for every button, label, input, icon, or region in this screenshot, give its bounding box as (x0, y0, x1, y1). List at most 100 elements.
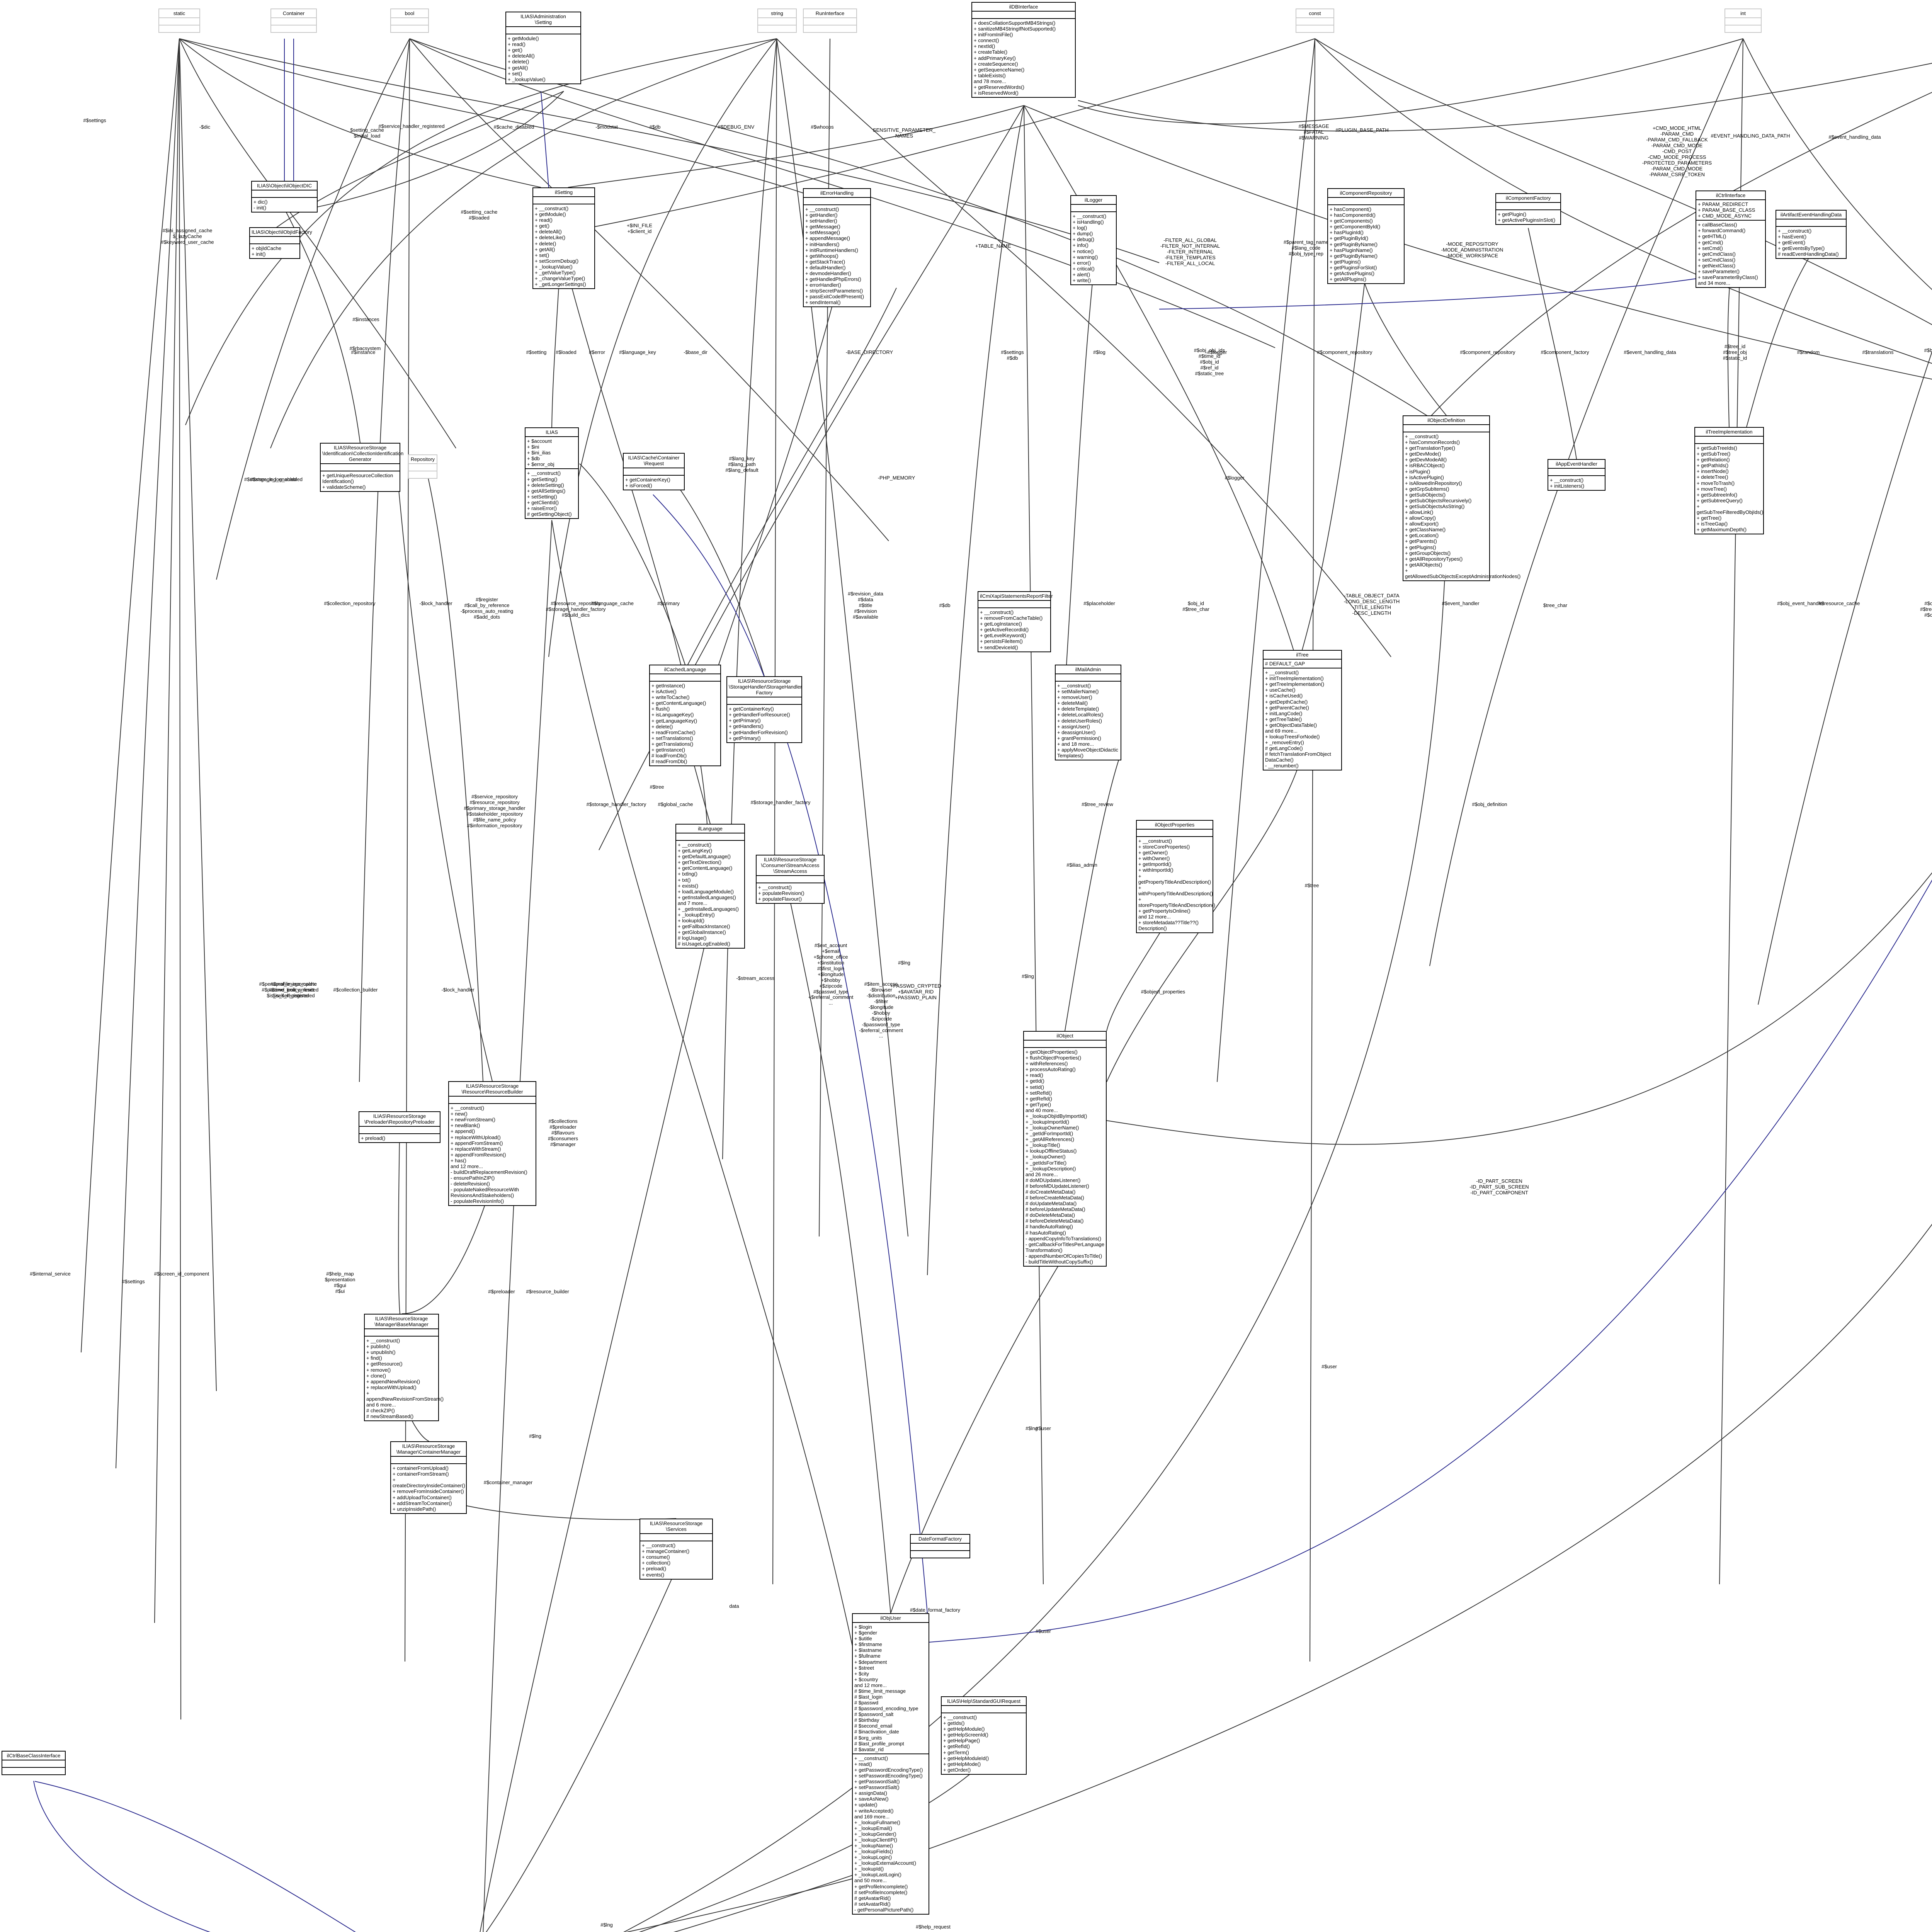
class-node-ilobject[interactable]: ilObject+ getObjectProperties() + flushO… (1023, 1031, 1107, 1267)
class-node-runinterface[interactable]: RunInterface (803, 9, 857, 33)
class-node-setting_ns[interactable]: ILIAS\Administration \Setting+ getModule… (505, 12, 581, 84)
class-node-ilobjectfactorywrapper[interactable]: ilCmiXapiStatementsReportFilter+ __const… (978, 591, 1053, 652)
class-node-standardguirequest[interactable]: ILIAS\Help\StandardGUIRequest+ __constru… (941, 1696, 1027, 1775)
edge-label: $obj_id #$tree_char (1182, 600, 1209, 612)
class-node-repositorypreloader[interactable]: ILIAS\ResourceStorage \Preloader\Reposit… (359, 1111, 440, 1143)
class-node-attributes (1695, 437, 1763, 444)
class-node-basemanager[interactable]: ILIAS\ResourceStorage \Manager\BaseManag… (364, 1314, 444, 1422)
class-node-title: ilSetting (533, 188, 594, 197)
class-node-title: ilComponentFactory (1496, 194, 1560, 203)
edge-label: #$lng (898, 960, 910, 966)
class-node-operations (2, 1768, 65, 1774)
class-node-streamaccess[interactable]: ILIAS\ResourceStorage \Consumer\StreamAc… (756, 855, 825, 904)
class-node-ilcomponentfactory[interactable]: ilComponentFactory+ getPlugin() + getAct… (1495, 193, 1561, 225)
class-node-ilmailadmin[interactable]: ilMailAdmin+ __construct() + setMailerNa… (1055, 665, 1121, 761)
class-node-attributes (757, 876, 824, 884)
class-node-attributes (1496, 203, 1560, 211)
class-node-attributes (321, 464, 400, 472)
class-node-attributes (391, 1457, 466, 1464)
class-node-operations: + doesCollationSupportMB4Strings() + san… (974, 20, 1056, 96)
class-node-container[interactable]: Container (270, 9, 317, 33)
class-node-repository[interactable]: Repository (408, 454, 437, 479)
class-node-ilsetting[interactable]: ilSetting+ __construct() + getModule() +… (532, 187, 595, 289)
class-node-attributes (804, 18, 856, 26)
class-node-operations: + getInstance() + isActive() + writeToCa… (651, 683, 706, 765)
class-node-ilcomponentrepository[interactable]: ilComponentRepository+ hasComponent() + … (1327, 188, 1405, 284)
class-node-title: bool (391, 9, 428, 19)
class-node-illanguage[interactable]: ilLanguage+ __construct() + getLangKey()… (675, 824, 745, 949)
class-node-ilartifacteventhandlingdata[interactable]: ilArtifactEventHandlingData+ __construct… (1776, 210, 1847, 259)
edge-label: #$lng (529, 1433, 541, 1439)
edge-label: #$random (1797, 349, 1820, 355)
class-node-operations: + objIdCache + init() (252, 245, 281, 257)
class-node-ilerrorhandling[interactable]: ilErrorHandling+ __construct() + getHand… (803, 188, 871, 308)
class-node-ilcachecontainerstorage[interactable]: ILIAS\ResourceStorage \StorageHandler\St… (726, 676, 802, 743)
edge-label: #$obj_id #$tree_desc #$owner (1920, 600, 1932, 618)
class-node-attributes (942, 1706, 1026, 1714)
edge-label: #$collection_repository (324, 600, 376, 606)
class-node-ildbinterface[interactable]: ilDBInterface+ doesCollationSupportMB4St… (971, 2, 1076, 98)
class-node-dateformatfactory[interactable]: DateFormatFactory (910, 1534, 970, 1559)
class-node-operations: + __construct() + populateRevision() + p… (758, 884, 804, 902)
edge-label: #$browser (1924, 347, 1932, 353)
class-node-managercontainermanager[interactable]: ILIAS\ResourceStorage \Manager\Container… (390, 1441, 467, 1514)
class-node-ilctrlinterface[interactable]: ilCtrlInterface+ PARAM_REDIRECT + PARAM_… (1696, 190, 1766, 288)
edge-label: #$setting_cache #$loaded (461, 209, 498, 221)
edge-label: -FILTER_ALL_GLOBAL -FILTER_NOT_INTERNAL … (1160, 237, 1220, 266)
class-node-const[interactable]: const (1296, 9, 1334, 33)
class-node-operations: + __construct() + manageContainer() + co… (642, 1543, 690, 1578)
class-node-title: ilLanguage (676, 825, 744, 834)
edge-label: -$dic (199, 124, 211, 130)
edge-label: +TABLE_NAME (975, 243, 1011, 249)
class-node-operations: + getObjectProperties() + flushObjectPro… (1026, 1049, 1105, 1265)
class-node-static[interactable]: static (158, 9, 200, 33)
class-node-title: ilErrorHandling (804, 189, 870, 198)
class-node-int[interactable]: int (1725, 9, 1762, 33)
class-node-bool[interactable]: bool (390, 9, 429, 33)
class-node-title: ILIAS\ResourceStorage \Manager\BaseManag… (365, 1315, 438, 1330)
class-node-title: ilCachedLanguage (650, 665, 720, 675)
edge-label: #$service_handler_registered (378, 123, 445, 129)
class-node-resourcebuilder[interactable]: ILIAS\ResourceStorage \Resource\Resource… (448, 1081, 536, 1206)
class-node-title: ILIAS\ResourceStorage \Manager\Container… (391, 1442, 466, 1457)
edge-label: #$object_properties (1141, 989, 1185, 995)
class-node-iltreeimplementation[interactable]: ilTreeImplementation+ getSubTreeIds() + … (1694, 427, 1764, 535)
class-node-ilappeventhandler[interactable]: ilAppEventHandler+ __construct() + initL… (1548, 459, 1605, 491)
edge-label: #$internal_service (30, 1271, 71, 1277)
edge-label: #$date_format_factory (910, 1607, 961, 1613)
class-node-attributes (1725, 18, 1761, 26)
class-node-attributes (1071, 205, 1116, 213)
class-node-ilias[interactable]: ILIAS+ $account + $ini + $ini_ilias + $d… (525, 427, 579, 519)
class-node-ilobjidfactory[interactable]: ILIAS\Object\ilObjIdFactory+ objIdCache … (249, 227, 312, 259)
class-node-logger[interactable]: ilLogger+ __construct() + isHandling() +… (1070, 195, 1117, 286)
class-node-string[interactable]: string (757, 9, 797, 33)
class-node-operations: + __construct() + isHandling() + log() +… (1073, 213, 1107, 283)
class-node-title: RunInterface (804, 9, 856, 19)
class-node-ilobjuser[interactable]: ilObjUser+ $login + $gender + $utitle + … (852, 1613, 929, 1915)
edge-label: #$user (1321, 1364, 1337, 1369)
edge-label: #$ilias_admin (1066, 862, 1097, 868)
class-node-rsservices[interactable]: ILIAS\ResourceStorage \Services+ __const… (639, 1519, 713, 1580)
edge-label: #$user (1036, 1628, 1051, 1634)
class-node-operations (1725, 26, 1761, 32)
edge-label: #$error (589, 349, 605, 355)
class-node-ilcacheglobal[interactable]: ilCachedLanguage + getInstance() + isActi… (649, 665, 721, 767)
class-node-collectionidgen[interactable]: ILIAS\ResourceStorage \Identification\Co… (320, 443, 403, 492)
edge-label: #$component_repository (1460, 349, 1515, 355)
class-node-ilobjectdefinition[interactable]: ilObjectDefinition+ __construct() + hasC… (1403, 415, 1520, 582)
class-node-operations: + __construct() + hasEvent() + getEvent(… (1778, 228, 1839, 257)
class-node-attributes (365, 1329, 438, 1337)
class-node-attributes (624, 468, 684, 476)
class-node-iltree[interactable]: ilTree# DEFAULT_GAP+ __construct() + ini… (1263, 650, 1342, 771)
class-node-ilobjproperties[interactable]: ilObjectProperties+ __construct() + stor… (1136, 820, 1215, 934)
class-node-title: ILIAS\ResourceStorage \Resource\Resource… (449, 1082, 536, 1097)
class-node-ilctrlbaseclassinterface[interactable]: ilCtrlBaseClassInterface (2, 1751, 66, 1776)
edge-label: #$event_handler (1442, 600, 1480, 606)
class-node-cachecontainerrequest[interactable]: ILIAS\Cache\Container \Request+ getConta… (623, 453, 685, 491)
class-node-ilobjectdic[interactable]: ILIAS\Object\ilObjectDIC+ dic() - init() (251, 181, 318, 213)
class-node-operations (391, 26, 428, 32)
class-node-title: ILIAS\ResourceStorage \Identification\Co… (321, 444, 403, 464)
edge-label: #$DEBUG_ENV (718, 124, 755, 130)
class-node-title: ILIAS (526, 428, 578, 437)
edge-label: #$revision_data #$data #$title #$revisio… (848, 591, 883, 620)
